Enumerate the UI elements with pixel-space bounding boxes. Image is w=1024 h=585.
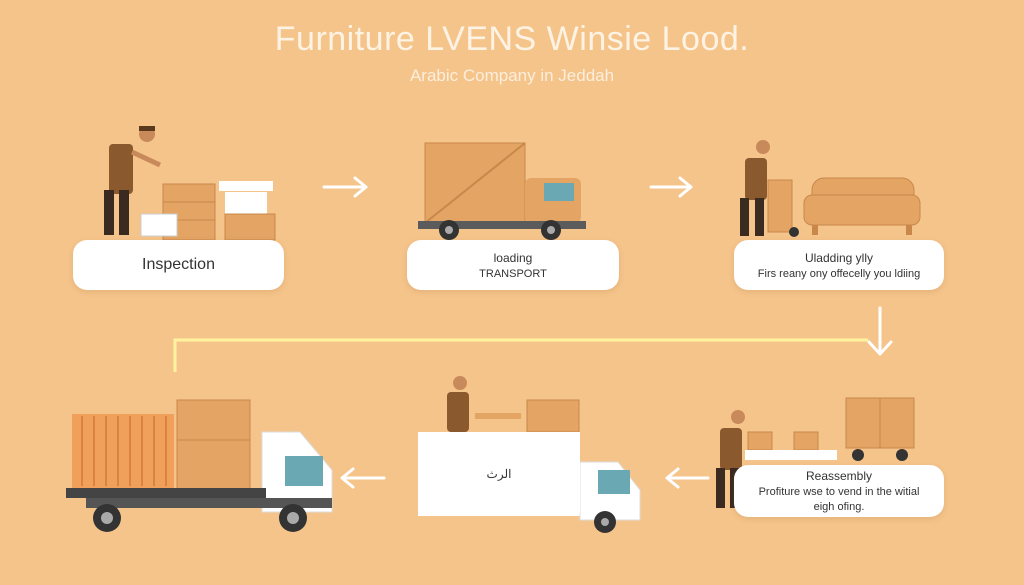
worker-icon	[740, 140, 770, 236]
step-title: Inspection	[142, 256, 215, 273]
step-subtitle-line2: eigh ofing.	[813, 501, 865, 513]
box-icon	[475, 399, 580, 433]
truck-icon	[418, 142, 586, 240]
arrow-right-icon	[322, 176, 368, 198]
step-subtitle: Firs reany ony offecelly you ldiing	[757, 267, 921, 280]
worker-icon	[447, 376, 469, 432]
step-title: الرث	[486, 467, 512, 481]
arrow-left-icon	[665, 467, 710, 489]
box-icon	[140, 181, 276, 241]
sofa-icon	[803, 177, 921, 235]
step-card-unloading: Uladding ylly Firs reany ony offecelly y…	[734, 240, 944, 290]
box-icon	[745, 397, 915, 461]
page-subtitle: Arabic Company in Jeddah	[409, 66, 615, 85]
step-card-reassembly: Reassembly Profiture wse to vend in the …	[734, 465, 944, 517]
step-subtitle: Profiture wse to vend in the witial	[758, 486, 920, 498]
step-title: loading	[493, 250, 533, 265]
arrow-left-icon	[340, 467, 386, 489]
step-title: Reassembly	[805, 469, 873, 483]
step-subtitle: TRANSPORT	[479, 267, 547, 280]
page-title: Furniture LVENS Winsie Lood.	[274, 20, 750, 58]
truck-icon	[66, 399, 333, 532]
flow-connector-line	[173, 338, 868, 372]
step-card-inspection: Inspection	[73, 240, 284, 290]
step-card-arabic: الرث	[418, 432, 580, 516]
arrow-right-icon	[649, 176, 693, 198]
arrow-down-icon	[867, 306, 893, 356]
hand-truck-icon	[767, 179, 799, 237]
step-card-loading: loading TRANSPORT	[407, 240, 619, 290]
worker-icon	[104, 126, 162, 235]
step-title: Uladding ylly	[804, 250, 874, 265]
